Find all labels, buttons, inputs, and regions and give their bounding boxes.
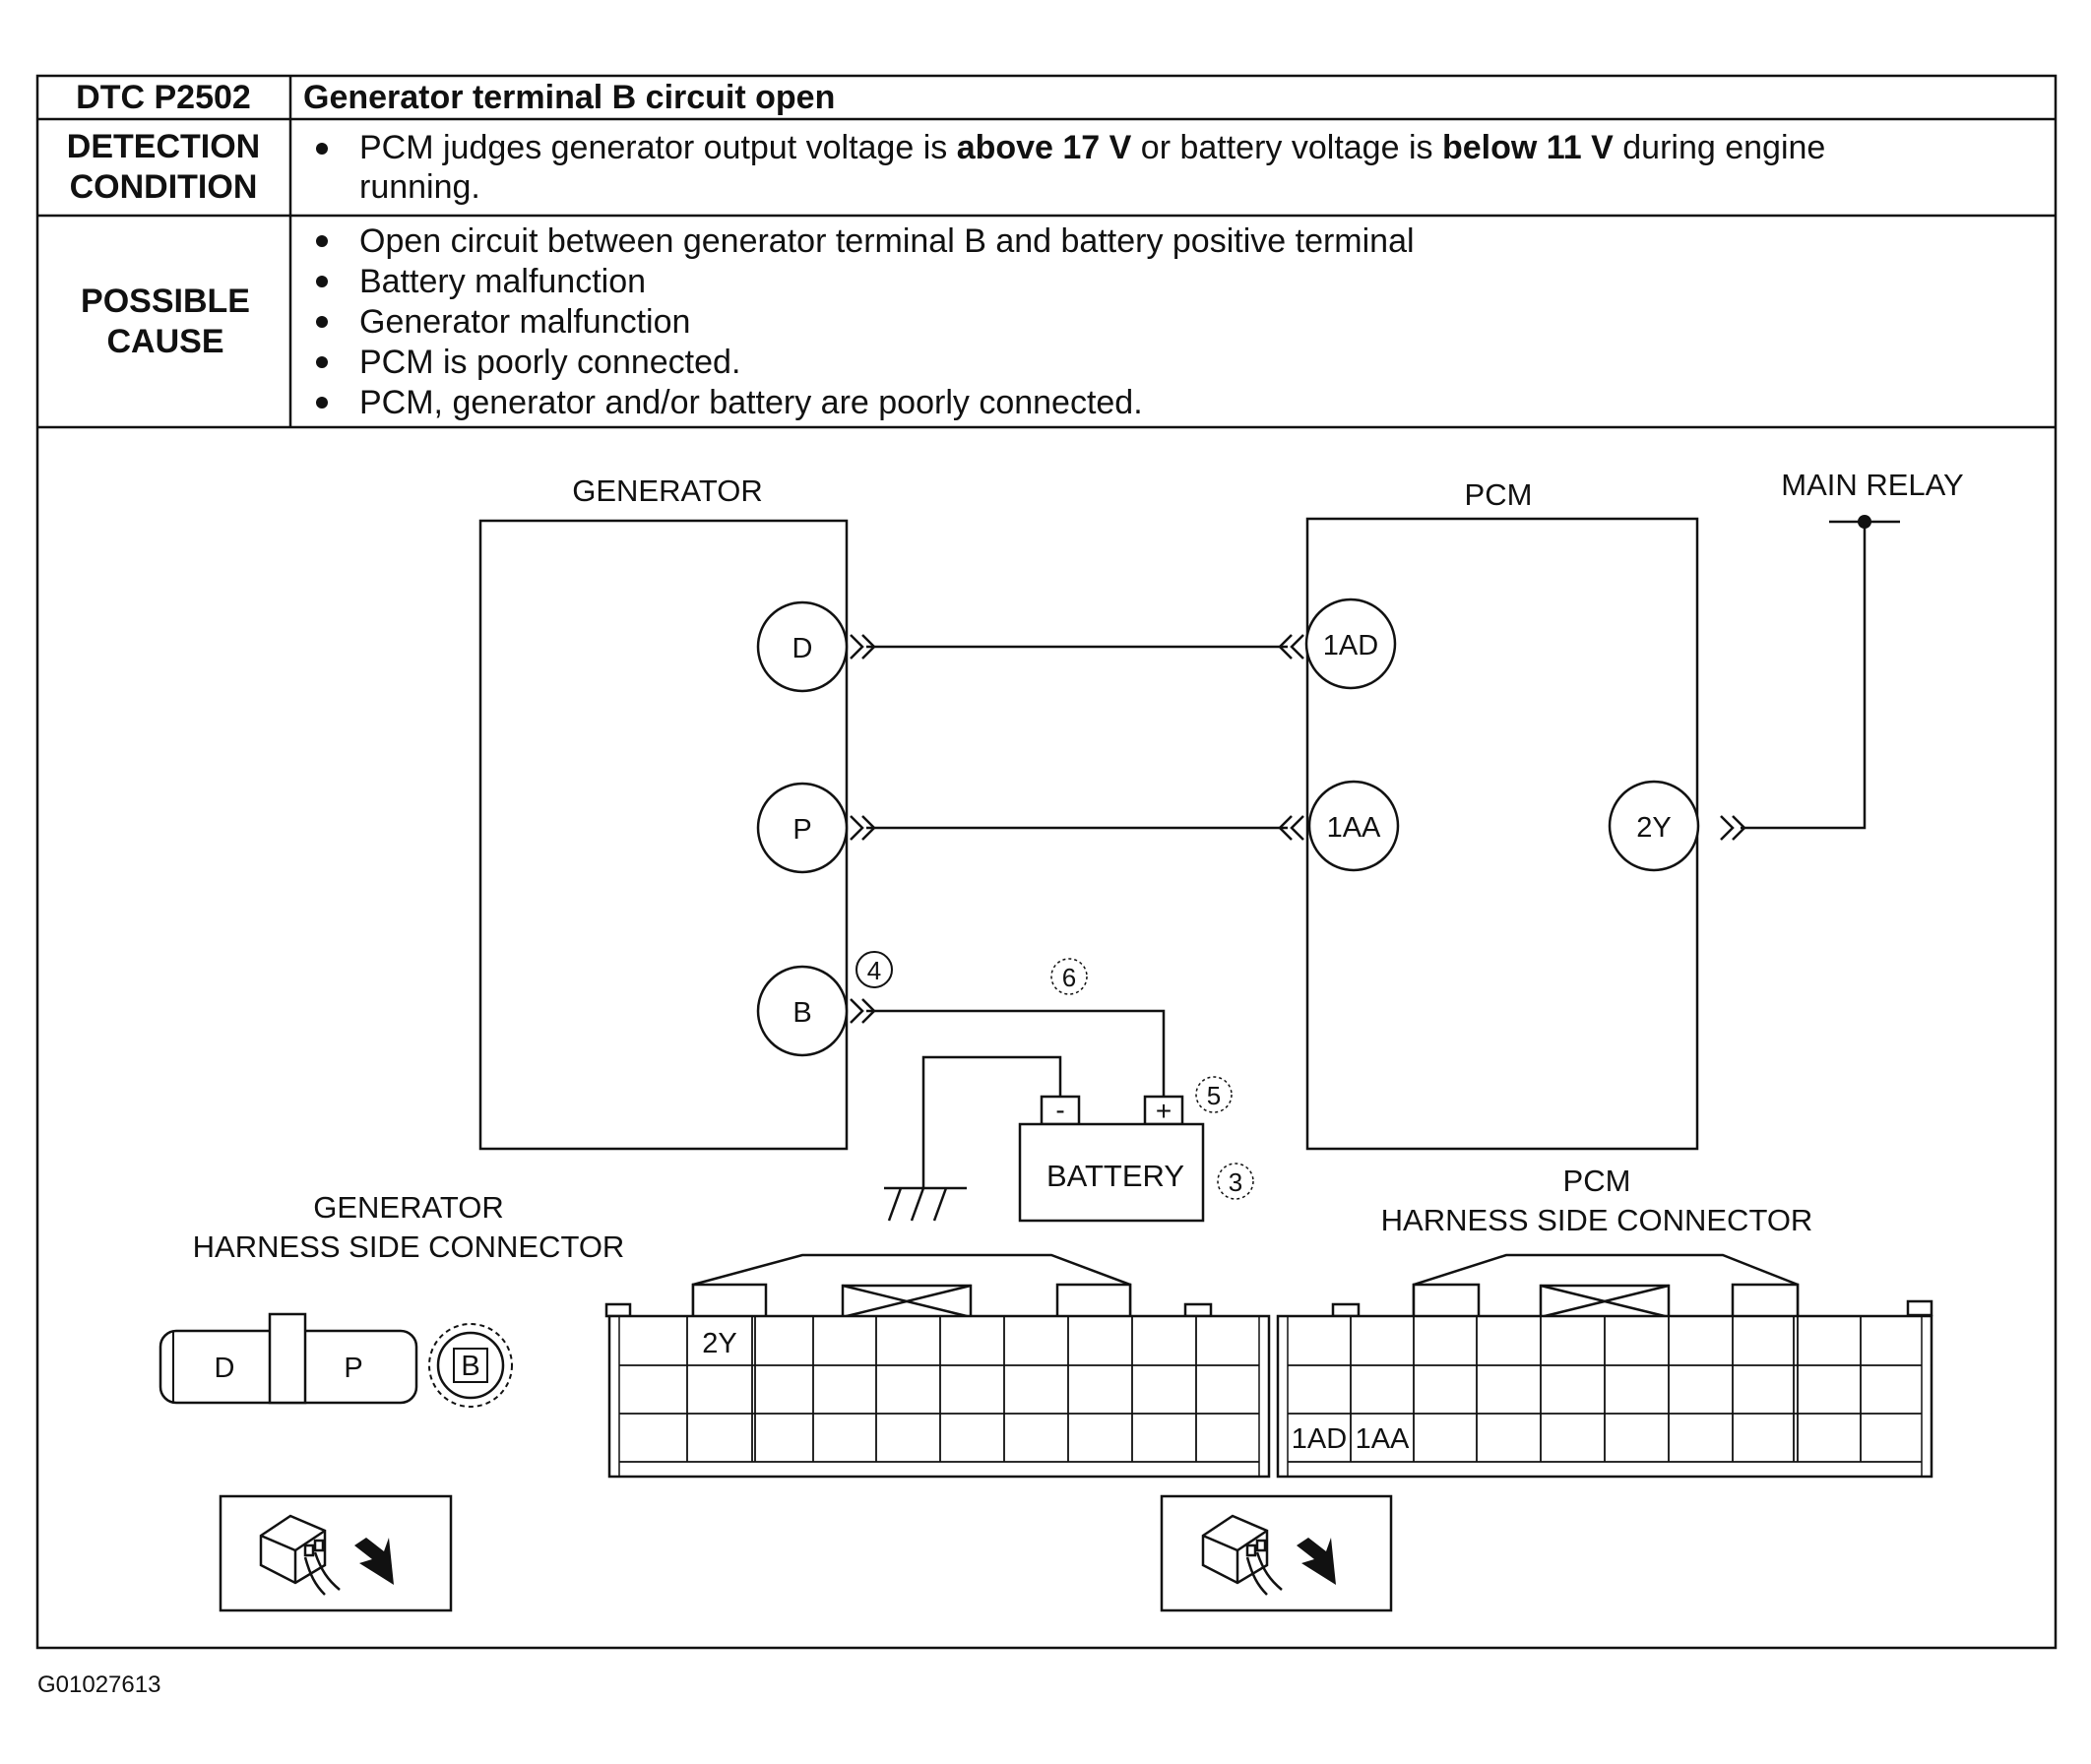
generator-pin-b: B bbox=[756, 965, 849, 1057]
generator-harness-connector: GENERATOR HARNESS SIDE CONNECTOR D P B bbox=[158, 1190, 625, 1408]
connector-mark-icon bbox=[1278, 815, 1304, 841]
callout-5: 5 bbox=[1195, 1076, 1233, 1113]
connector-mark-icon bbox=[1720, 815, 1746, 841]
wire-battery-ground bbox=[921, 1055, 1062, 1188]
cause-item: Open circuit between generator terminal … bbox=[359, 222, 1415, 260]
dtc-info-table bbox=[35, 74, 2058, 1650]
gen-connector-title-line1: GENERATOR bbox=[313, 1190, 504, 1225]
wires bbox=[866, 522, 1867, 1188]
cause-item: Generator malfunction bbox=[359, 303, 690, 341]
cause-item: PCM is poorly connected. bbox=[359, 344, 740, 381]
pcm-connector-right-grid bbox=[1288, 1316, 1922, 1463]
connector-mark-icon bbox=[1278, 634, 1304, 660]
connector-marks bbox=[850, 634, 1746, 1024]
arrow-icon bbox=[354, 1538, 394, 1585]
pcm-connector-title-line2: HARNESS SIDE CONNECTOR bbox=[1381, 1203, 1813, 1237]
bullet-icon bbox=[316, 397, 328, 409]
cause-item: Battery malfunction bbox=[359, 263, 646, 300]
generator-label: GENERATOR bbox=[572, 473, 763, 508]
pcm-connector-left-block bbox=[604, 1253, 1271, 1479]
battery: - + BATTERY bbox=[1018, 1095, 1205, 1223]
connector-mark-icon bbox=[850, 998, 876, 1024]
callout-label: 3 bbox=[1229, 1167, 1242, 1197]
pcm-cell-2y: 2Y bbox=[702, 1328, 736, 1359]
generator-pin-p: P bbox=[756, 782, 849, 874]
battery-plus-terminal bbox=[1143, 1095, 1184, 1126]
detection-text: PCM judges generator output voltage is a… bbox=[359, 129, 1825, 166]
gen-connector-pin-d: D bbox=[215, 1353, 235, 1384]
dtc-title: Generator terminal B circuit open bbox=[303, 79, 835, 116]
detection-bold-a: above 17 V bbox=[957, 129, 1132, 166]
battery-plus-label: + bbox=[1156, 1096, 1172, 1126]
callout-6: 6 bbox=[1050, 958, 1088, 995]
pcm-cell-1ad: 1AD bbox=[1292, 1423, 1347, 1455]
pin-label: 1AA bbox=[1327, 812, 1381, 844]
callout-label: 5 bbox=[1207, 1081, 1221, 1110]
gen-connector-pin-b: B bbox=[461, 1351, 479, 1382]
callout-label: 4 bbox=[867, 956, 881, 985]
detection-bold-b: below 11 V bbox=[1442, 129, 1614, 166]
pcm-cell-1aa: 1AA bbox=[1356, 1423, 1410, 1455]
gen-connector-title-line2: HARNESS SIDE CONNECTOR bbox=[193, 1229, 625, 1264]
cause-item: PCM, generator and/or battery are poorly… bbox=[359, 384, 1143, 421]
pcm-pin-1ad: 1AD bbox=[1304, 598, 1397, 690]
gen-connector-b-pin bbox=[453, 1348, 488, 1383]
pin-label: B bbox=[792, 997, 811, 1029]
gen-connector-pin-p: P bbox=[344, 1353, 362, 1384]
possible-cause-label-line2: CAUSE bbox=[106, 323, 223, 360]
pcm-pin-1aa: 1AA bbox=[1307, 780, 1400, 872]
generator-pin-d: D bbox=[756, 600, 849, 693]
bullet-icon bbox=[316, 235, 328, 247]
pcm-label: PCM bbox=[1465, 477, 1533, 512]
detection-text-b: or battery voltage is bbox=[1131, 129, 1442, 166]
bullet-icon bbox=[316, 143, 328, 155]
pin-label: 2Y bbox=[1636, 812, 1671, 844]
bullet-icon bbox=[316, 276, 328, 287]
pcm-connector-title-line1: PCM bbox=[1563, 1164, 1631, 1198]
bullet-icon bbox=[316, 356, 328, 368]
connector-mark-icon bbox=[850, 815, 876, 841]
figure-id: G01027613 bbox=[37, 1671, 160, 1698]
pin-label: 1AD bbox=[1323, 630, 1378, 662]
detection-label-line1: DETECTION bbox=[67, 128, 260, 165]
callout-4: 4 bbox=[855, 951, 893, 988]
callout-3: 3 bbox=[1217, 1163, 1254, 1200]
gen-connector-b-outline bbox=[428, 1323, 513, 1408]
gen-connector-latch bbox=[268, 1312, 307, 1405]
pcm-pin-2y: 2Y bbox=[1608, 780, 1700, 872]
harness-view-icon-pcm bbox=[1160, 1494, 1393, 1612]
callout-label: 6 bbox=[1062, 963, 1076, 992]
battery-body bbox=[1018, 1122, 1205, 1223]
battery-minus-label: - bbox=[1055, 1095, 1064, 1125]
pin-label: D bbox=[792, 633, 813, 664]
possible-cause-label-line1: POSSIBLE bbox=[81, 283, 250, 320]
connector-mark-icon bbox=[850, 634, 876, 660]
detection-text-d: running. bbox=[359, 168, 480, 206]
pcm-connector-left-grid bbox=[619, 1316, 1259, 1463]
possible-cause-list: Open circuit between generator terminal … bbox=[316, 222, 1415, 421]
battery-minus-terminal bbox=[1040, 1095, 1081, 1126]
detection-label-line2: CONDITION bbox=[70, 168, 258, 206]
detection-text-a: PCM judges generator output voltage is bbox=[359, 129, 957, 166]
dtc-code: DTC P2502 bbox=[76, 79, 251, 116]
wire-2y-main-relay bbox=[1741, 522, 1867, 830]
wiring-diagram: GENERATOR PCM MAIN RELAY D bbox=[478, 468, 1964, 1223]
battery-label: BATTERY bbox=[1046, 1159, 1184, 1193]
ground-icon bbox=[884, 1186, 967, 1222]
pcm-harness-connector: PCM HARNESS SIDE CONNECTOR bbox=[604, 1164, 1933, 1479]
wire-b-battery bbox=[866, 1009, 1166, 1097]
arrow-icon bbox=[1297, 1538, 1336, 1585]
detection-text-c: during engine bbox=[1614, 129, 1826, 166]
bullet-icon bbox=[316, 316, 328, 328]
main-relay-label: MAIN RELAY bbox=[1781, 468, 1963, 502]
pin-label: P bbox=[792, 814, 811, 846]
harness-view-icon-generator bbox=[219, 1494, 453, 1612]
